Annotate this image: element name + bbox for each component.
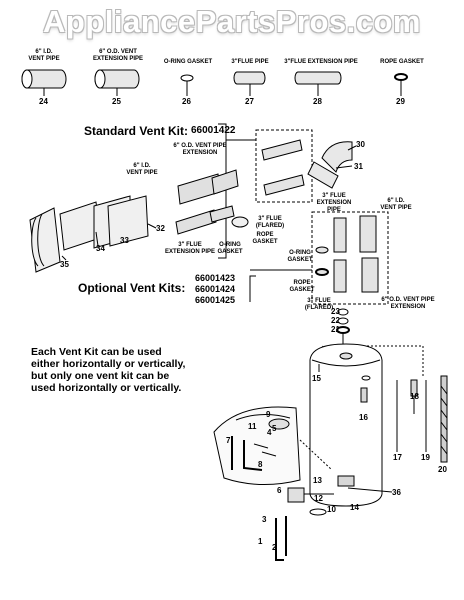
- callout-3: 3: [262, 515, 267, 524]
- vent-pipe-24-shape: [21, 69, 67, 96]
- od-vent-extension-label: 6" O.D. VENT PIPE EXTENSION: [173, 143, 227, 156]
- optional-kit-3: 66001425: [195, 295, 236, 305]
- callout-10: 10: [327, 505, 336, 514]
- callout-16: 16: [359, 413, 368, 422]
- gas-valve-detail: [275, 487, 334, 561]
- callout-31: 31: [354, 162, 363, 171]
- vent-elbow-30-shape: [307, 141, 353, 189]
- opt-flue-flared-label: 3" FLUE (FLARED): [304, 298, 334, 311]
- part-29-number: 29: [396, 97, 405, 106]
- callout-4: 4: [267, 428, 272, 437]
- o-ring-label: O-RING GASKET: [217, 242, 243, 255]
- flue-flared-label: 3" FLUE (FLARED): [255, 216, 285, 229]
- opt-od-extension-label: 6" O.D. VENT PIPE EXTENSION: [381, 297, 435, 310]
- callout-34: 34: [96, 244, 105, 253]
- watermark: AppliancePartsPros.com: [43, 4, 421, 39]
- part-24-number: 24: [39, 97, 48, 106]
- callout-15: 15: [312, 374, 321, 383]
- callout-30: 30: [356, 140, 365, 149]
- callout-22: 22: [331, 316, 340, 325]
- optional-kit-1: 66001423: [195, 273, 236, 283]
- callout-13: 13: [313, 476, 322, 485]
- part-25-label: 6" O.D. VENT EXTENSION PIPE: [92, 49, 143, 62]
- callout-32: 32: [156, 224, 165, 233]
- flue-extension-28-shape: [294, 71, 342, 96]
- vent-kit-note: Each Vent Kit can be used either horizon…: [31, 346, 186, 394]
- flue-extension-label: 3" FLUE EXTENSION PIPE: [164, 242, 215, 255]
- water-heater-tank: [309, 343, 383, 507]
- part-25-number: 25: [112, 97, 121, 106]
- callout-6: 6: [277, 486, 282, 495]
- callout-7: 7: [226, 436, 231, 445]
- optional-kit-2: 66001424: [195, 284, 236, 294]
- callout-8: 8: [258, 460, 263, 469]
- part-26-number: 26: [182, 97, 191, 106]
- opt-rope-gasket-label: ROPE GASKET: [289, 280, 315, 293]
- callout-20: 20: [438, 465, 447, 474]
- opt-flue-extension-label: 3" FLUE EXTENSION PIPE: [316, 193, 352, 213]
- callout-21: 21: [331, 325, 340, 334]
- part-29-label: ROPE GASKET: [380, 59, 424, 65]
- id-vent-pipe-label: 6" I.D. VENT PIPE: [126, 163, 158, 176]
- callout-14: 14: [350, 503, 359, 512]
- standard-kit-pipes: [261, 139, 305, 196]
- standard-kit-title: Standard Vent Kit:: [84, 124, 189, 138]
- optional-kits-title: Optional Vent Kits:: [78, 281, 186, 295]
- o-ring-26-shape: [180, 74, 194, 96]
- callout-23: 23: [331, 307, 340, 316]
- gas-control-detail: [213, 406, 333, 486]
- opt-o-ring-label: O-RING GASKET: [287, 250, 313, 263]
- flue-pipe-27-shape: [233, 71, 266, 96]
- part-26-label: O-RING GASKET: [163, 59, 213, 65]
- callout-2: 2: [272, 543, 277, 552]
- callout-5: 5: [272, 424, 277, 433]
- callout-36: 36: [392, 488, 401, 497]
- optional-kit-pipes: [315, 215, 379, 293]
- part-24-label: 6" I.D. VENT PIPE: [28, 49, 60, 62]
- callout-12: 12: [314, 494, 323, 503]
- part-27-number: 27: [245, 97, 254, 106]
- callout-17: 17: [393, 453, 402, 462]
- rope-gasket-29-shape: [394, 73, 408, 96]
- part-28-label: 3"FLUE EXTENSION PIPE: [284, 59, 358, 65]
- callout-19: 19: [421, 453, 430, 462]
- standard-kit-number: 66001422: [191, 125, 236, 136]
- callout-18: 18: [410, 392, 419, 401]
- callout-9: 9: [266, 410, 271, 419]
- vent-extension-25-shape: [94, 69, 140, 96]
- rope-gasket-label: ROPE GASKET: [252, 232, 278, 245]
- part-28-number: 28: [313, 97, 322, 106]
- opt-id-vent-label: 6" I.D. VENT PIPE: [380, 198, 412, 211]
- callout-35: 35: [60, 260, 69, 269]
- callout-1: 1: [258, 537, 263, 546]
- part-27-label: 3"FLUE PIPE: [231, 59, 269, 65]
- horizontal-vent-assembly: [29, 169, 249, 273]
- callout-33: 33: [120, 236, 129, 245]
- callout-11: 11: [248, 422, 257, 431]
